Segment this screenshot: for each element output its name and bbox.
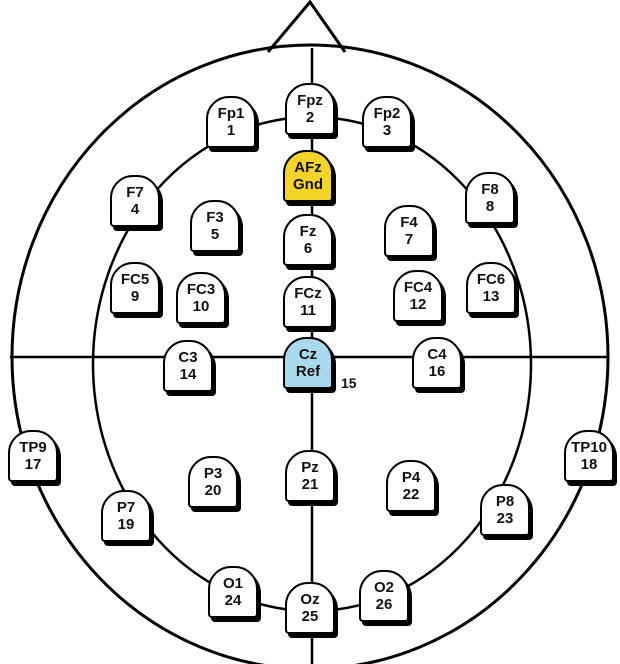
electrode-name: P3 bbox=[203, 465, 223, 482]
electrode-name: Fz bbox=[299, 223, 317, 240]
electrode-number: 24 bbox=[224, 592, 242, 609]
electrode-name: TP10 bbox=[571, 439, 607, 456]
electrode-name: P8 bbox=[495, 493, 515, 510]
electrode-name: F3 bbox=[206, 209, 224, 226]
electrode-name: P4 bbox=[401, 469, 421, 486]
electrode-number: 11 bbox=[300, 302, 316, 319]
electrode-name: FCz bbox=[294, 285, 322, 302]
electrode-number: 10 bbox=[192, 298, 210, 315]
electrode-number: 12 bbox=[409, 296, 427, 313]
electrode-name: O1 bbox=[222, 575, 243, 592]
electrode-name: FC5 bbox=[120, 271, 150, 288]
electrode-number: 25 bbox=[301, 608, 319, 625]
electrode-name: Fpz bbox=[297, 92, 323, 109]
electrode-number: 14 bbox=[179, 366, 197, 383]
electrode-number: 7 bbox=[404, 231, 414, 248]
electrode-number: 3 bbox=[382, 122, 392, 139]
electrode-number: 23 bbox=[496, 510, 514, 527]
electrode-name: AFz bbox=[294, 159, 322, 176]
electrode-number: Ref bbox=[295, 363, 321, 380]
electrode-name: C3 bbox=[178, 349, 198, 366]
electrode-name: TP9 bbox=[19, 439, 47, 456]
electrode-number: 22 bbox=[402, 486, 420, 503]
electrode-name: Fp1 bbox=[217, 105, 245, 122]
electrode-number: Gnd bbox=[293, 176, 323, 193]
electrode-number: 16 bbox=[428, 363, 446, 380]
electrode-name: FC3 bbox=[186, 281, 216, 298]
electrode-number: 6 bbox=[303, 240, 313, 257]
electrode-name: Oz bbox=[300, 591, 320, 608]
electrode-number: 20 bbox=[204, 482, 222, 499]
electrode-name: FC4 bbox=[403, 279, 433, 296]
electrode-name: Cz bbox=[298, 346, 318, 363]
electrode-number: 2 bbox=[305, 109, 315, 126]
electrode-number: 1 bbox=[226, 122, 236, 139]
electrode-number: 8 bbox=[485, 198, 495, 215]
electrode-name: C4 bbox=[427, 346, 447, 363]
electrode-number: 5 bbox=[210, 226, 220, 243]
electrode-number: 19 bbox=[117, 516, 135, 533]
electrode-name: P7 bbox=[116, 499, 136, 516]
electrode-name: Pz bbox=[301, 459, 319, 476]
electrode-name: F7 bbox=[126, 184, 144, 201]
electrode-number: 17 bbox=[24, 456, 42, 473]
cz-channel-number: 15 bbox=[341, 375, 357, 391]
electrode-number: 18 bbox=[580, 456, 598, 473]
electrode-name: O2 bbox=[373, 579, 394, 596]
nose-outline bbox=[266, 0, 347, 53]
electrode-name: Fp2 bbox=[373, 105, 401, 122]
electrode-name: F8 bbox=[481, 181, 499, 198]
electrode-number: 4 bbox=[130, 201, 140, 218]
electrode-number: 26 bbox=[375, 596, 393, 613]
electrode-number: 21 bbox=[301, 476, 319, 493]
electrode-name: FC6 bbox=[476, 271, 506, 288]
electrode-name: F4 bbox=[400, 214, 418, 231]
electrode-number: 13 bbox=[482, 288, 500, 305]
electrode-number: 9 bbox=[130, 288, 140, 305]
